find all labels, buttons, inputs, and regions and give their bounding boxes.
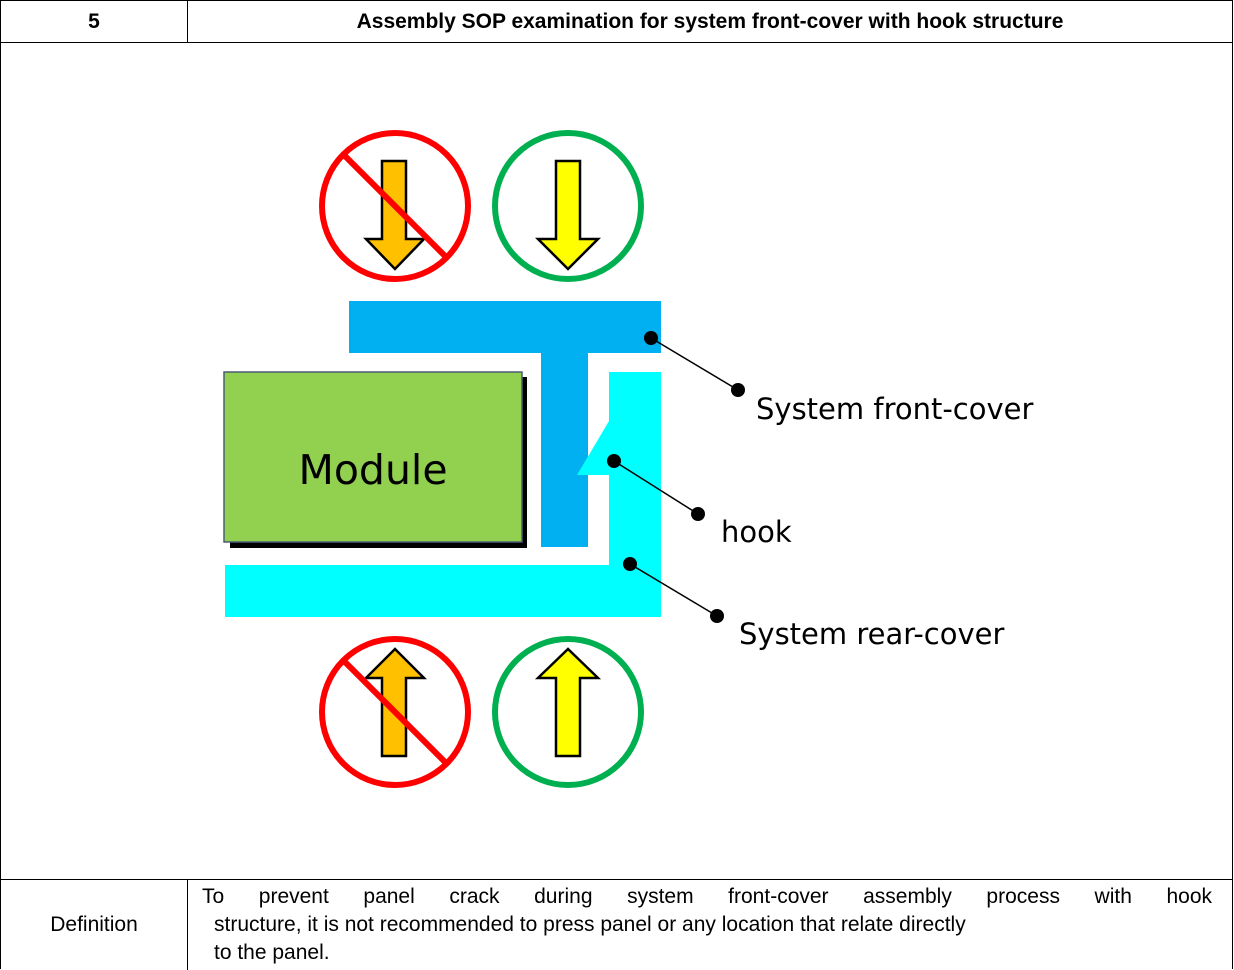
ok-press-down-icon xyxy=(492,130,644,282)
figure-cell: Module System front-cover hook System re… xyxy=(1,43,1232,880)
definition-line: to the panel. xyxy=(214,941,330,964)
header-row: 5 Assembly SOP examination for system fr… xyxy=(1,1,1232,43)
module-block: Module xyxy=(223,371,527,548)
rear-cover-shape xyxy=(225,372,661,617)
assembly-diagram: Module System front-cover hook System re… xyxy=(223,130,1034,788)
prohibited-press-down-icon xyxy=(319,130,471,282)
prohibited-press-up-icon xyxy=(319,636,471,788)
module-label: Module xyxy=(298,446,447,494)
ok-press-up-icon xyxy=(492,636,644,788)
definition-line: To prevent panel crack during system fro… xyxy=(202,885,1212,908)
front-cover-label: System front-cover xyxy=(756,392,1034,426)
definition-text: To prevent panel crack during system fro… xyxy=(202,883,1212,967)
hook-label: hook xyxy=(721,515,792,549)
item-number: 5 xyxy=(1,1,188,42)
item-title: Assembly SOP examination for system fron… xyxy=(356,9,1064,33)
rear-cover-label: System rear-cover xyxy=(739,617,1004,651)
definition-label: Definition xyxy=(1,880,188,970)
definition-line: structure, it is not recommended to pres… xyxy=(214,913,966,936)
front-cover-shape xyxy=(349,301,661,547)
